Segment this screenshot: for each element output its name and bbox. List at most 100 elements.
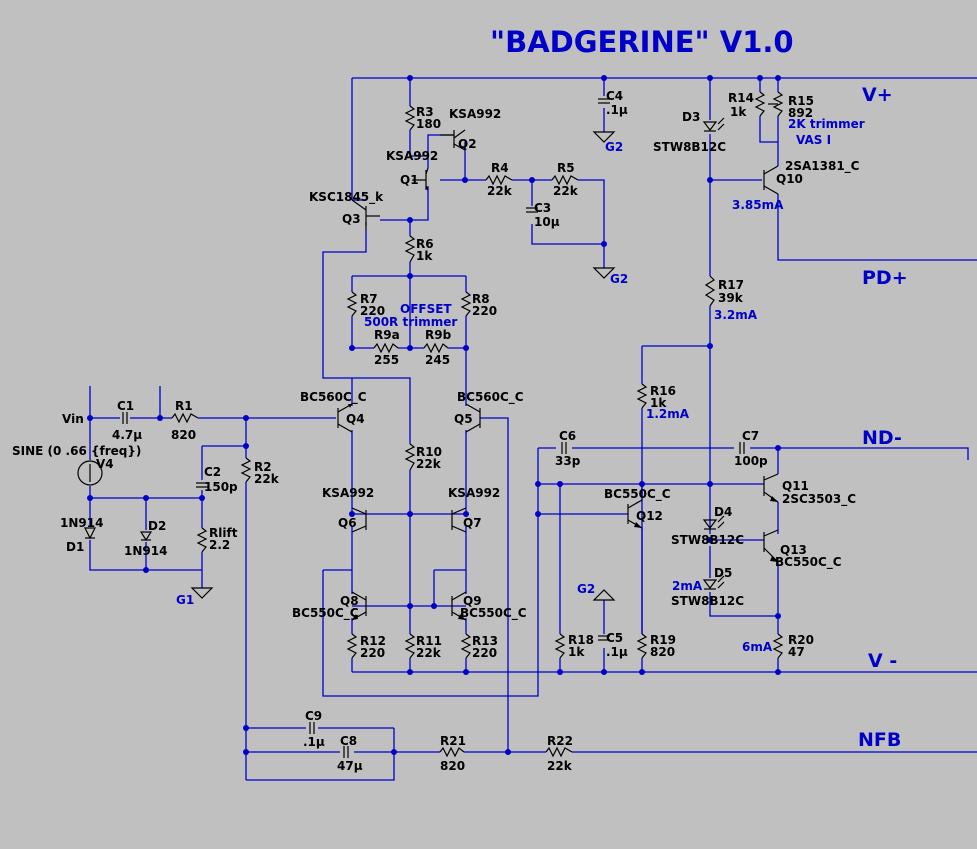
r22-symbol bbox=[545, 746, 573, 758]
current-q10: 3.85mA bbox=[732, 198, 784, 212]
r8-name: R8 bbox=[472, 292, 490, 306]
q3-symbol bbox=[351, 199, 380, 230]
rlift-symbol bbox=[196, 527, 208, 553]
q2-symbol bbox=[440, 129, 466, 151]
wires bbox=[89, 77, 977, 781]
r20-value: 47 bbox=[788, 645, 805, 659]
q8-symbol bbox=[351, 591, 367, 621]
c9-name: C9 bbox=[305, 709, 322, 723]
r8-symbol bbox=[460, 291, 472, 317]
d2-name: D2 bbox=[148, 519, 166, 533]
r6-name: R6 bbox=[416, 237, 434, 251]
r1-name: R1 bbox=[175, 399, 193, 413]
g2-ground-c5 bbox=[592, 589, 616, 601]
r14-value: 1k bbox=[730, 105, 747, 119]
q9-symbol bbox=[451, 591, 467, 621]
d5-value: STW8B12C bbox=[671, 594, 744, 608]
r16-name: R16 bbox=[650, 384, 676, 398]
q7-name: Q7 bbox=[463, 516, 482, 530]
c1-name: C1 bbox=[117, 399, 134, 413]
r9b-name: R9b bbox=[425, 328, 452, 342]
junctions bbox=[87, 75, 781, 755]
d4-symbol bbox=[702, 515, 725, 530]
q4-name: Q4 bbox=[346, 412, 365, 426]
q10-name: Q10 bbox=[776, 172, 803, 186]
net-vplus: V+ bbox=[862, 84, 893, 106]
trimmer2k-note: 2K trimmer bbox=[788, 117, 865, 131]
q5-value: BC560C_C bbox=[457, 390, 524, 405]
r5-symbol bbox=[551, 174, 579, 186]
q9-name: Q9 bbox=[463, 594, 482, 608]
q5-symbol bbox=[465, 403, 481, 433]
q7-value: KSA992 bbox=[448, 486, 500, 500]
r21-symbol bbox=[439, 746, 465, 758]
r18-symbol bbox=[554, 633, 566, 659]
c3-value: 10µ bbox=[534, 215, 560, 229]
r7-symbol bbox=[346, 291, 358, 317]
r1-symbol bbox=[171, 412, 199, 424]
q4-value: BC560C_C bbox=[300, 390, 367, 405]
d5-symbol bbox=[702, 575, 725, 590]
r13-symbol bbox=[460, 633, 472, 659]
r10-symbol bbox=[404, 443, 416, 471]
c4-value: .1µ bbox=[606, 103, 628, 117]
q6-value: KSA992 bbox=[322, 486, 374, 500]
q7-symbol bbox=[451, 507, 467, 533]
r14-name: R14 bbox=[728, 91, 754, 105]
d4-name: D4 bbox=[714, 505, 732, 519]
q8-value: BC550C_C bbox=[292, 606, 359, 621]
d3-name: D3 bbox=[682, 110, 700, 124]
r4-symbol bbox=[485, 174, 513, 186]
d2-symbol bbox=[139, 531, 153, 542]
r15-symbol bbox=[772, 91, 784, 117]
q3-value: KSC1845_k bbox=[309, 190, 384, 205]
rlift-name: Rlift bbox=[209, 526, 238, 540]
c5-value: .1µ bbox=[606, 645, 628, 659]
r21-name: R21 bbox=[440, 734, 466, 748]
offset-note: OFFSET bbox=[400, 302, 452, 316]
r2-name: R2 bbox=[254, 460, 272, 474]
q11-name: Q11 bbox=[782, 479, 809, 493]
q13-value: BC550C_C bbox=[775, 555, 842, 570]
q6-name: Q6 bbox=[338, 516, 357, 530]
r2-symbol bbox=[240, 457, 252, 483]
net-pdplus: PD+ bbox=[862, 267, 908, 289]
r19-name: R19 bbox=[650, 633, 676, 647]
r17-symbol bbox=[704, 275, 716, 307]
r12-symbol bbox=[346, 633, 358, 659]
vasi-note: VAS I bbox=[796, 133, 831, 147]
r14-symbol bbox=[754, 91, 766, 117]
r18-value: 1k bbox=[568, 645, 585, 659]
r22-value: 22k bbox=[547, 759, 573, 773]
r22-name: R22 bbox=[547, 734, 573, 748]
q2-name: Q2 bbox=[458, 137, 477, 151]
r1-value: 820 bbox=[171, 428, 196, 442]
q12-name: Q12 bbox=[636, 509, 663, 523]
r15-name: R15 bbox=[788, 94, 814, 108]
d3-value: STW8B12C bbox=[653, 140, 726, 154]
c1-value: 4.7µ bbox=[112, 428, 142, 442]
c7-value: 100p bbox=[734, 454, 768, 468]
current-r16: 1.2mA bbox=[646, 407, 690, 421]
q3-name: Q3 bbox=[342, 212, 361, 226]
q2-value: KSA992 bbox=[449, 107, 501, 121]
net-g1: G1 bbox=[176, 593, 194, 607]
current-d5: 2mA bbox=[672, 579, 703, 593]
q1-name: Q1 bbox=[400, 173, 419, 187]
q13-symbol bbox=[763, 529, 779, 563]
r10-value: 22k bbox=[416, 457, 442, 471]
r21-value: 820 bbox=[440, 759, 465, 773]
q12-value: BC550C_C bbox=[604, 487, 671, 502]
c8-value: 47µ bbox=[337, 759, 363, 773]
r20-symbol bbox=[772, 633, 784, 659]
r5-value: 22k bbox=[553, 184, 579, 198]
q10-value: 2SA1381_C bbox=[785, 159, 860, 174]
r4-name: R4 bbox=[491, 161, 509, 175]
net-g2-c3: G2 bbox=[610, 272, 628, 286]
r4-value: 22k bbox=[487, 184, 513, 198]
r11-name: R11 bbox=[416, 634, 442, 648]
resistors bbox=[171, 91, 784, 758]
r12-name: R12 bbox=[360, 634, 386, 648]
r9b-symbol bbox=[423, 342, 449, 354]
